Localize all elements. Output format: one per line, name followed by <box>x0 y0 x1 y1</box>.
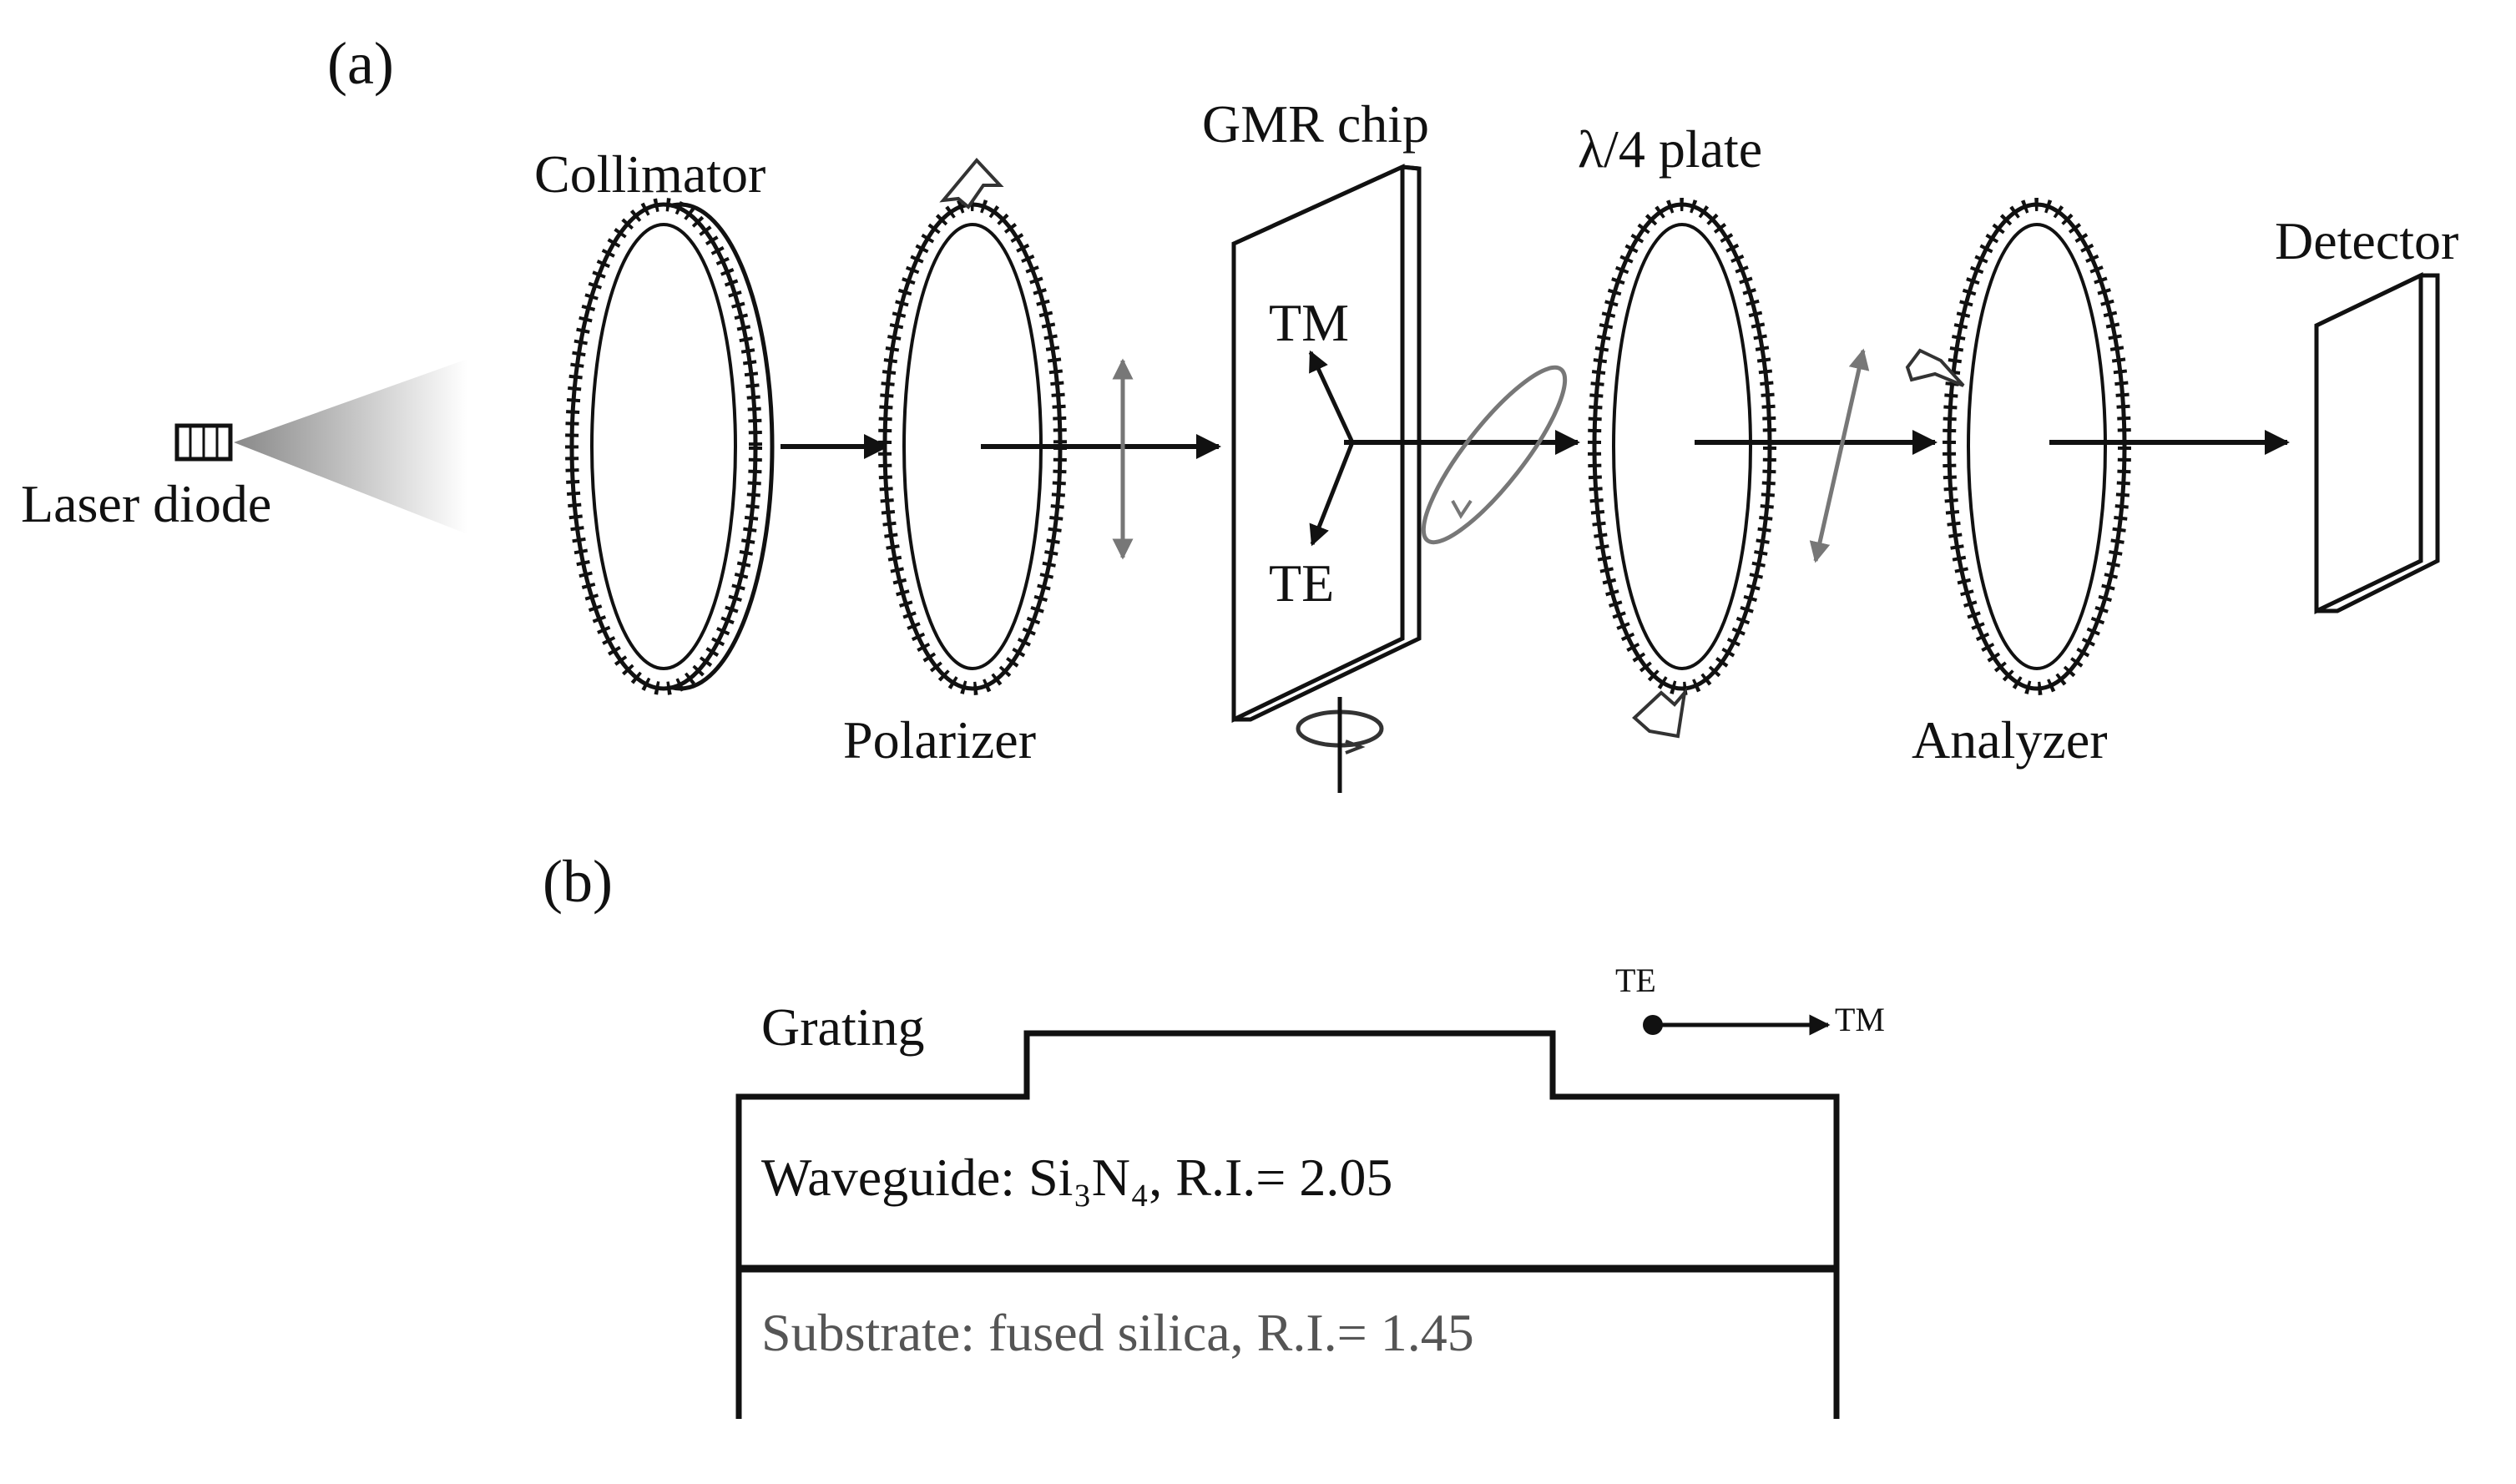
substrate-label: Substrate: fused silica, R.I.= 1.45 <box>761 1303 1474 1362</box>
panel-a-label: (a) <box>327 30 394 97</box>
waveguide-label: Waveguide: Si₃N₄, R.I.= 2.05 <box>761 1148 1392 1207</box>
polarizer-rotation-arrow-icon <box>939 157 1004 209</box>
quarter-wave-plate <box>1588 198 1776 695</box>
collimator-lens <box>565 198 775 695</box>
laser-diode-label: Laser diode <box>21 474 271 533</box>
quarter-wave-plate-label: λ/4 plate <box>1578 119 1762 179</box>
legend-tm-label: TM <box>1835 1001 1885 1038</box>
detector-label: Detector <box>2275 211 2458 270</box>
gmr-chip <box>1231 164 1422 723</box>
analyzer-label: Analyzer <box>1912 710 2108 770</box>
laser-diode-icon <box>174 423 233 462</box>
analyzer-rotation-arrow-icon <box>1905 348 1965 387</box>
collimator-label: Collimator <box>534 144 765 204</box>
detector <box>2314 272 2440 614</box>
tm-label: TM <box>1269 293 1349 352</box>
diverging-beam <box>234 359 467 534</box>
grating-label: Grating <box>761 997 925 1057</box>
polarizer-label: Polarizer <box>843 710 1036 770</box>
gmr-chip-label: GMR chip <box>1202 94 1429 154</box>
te-axis-arrow <box>1309 442 1355 547</box>
linear-polarization-arrow <box>1809 348 1870 563</box>
legend-te-label: TE <box>1615 962 1656 999</box>
plate-rotation-arrow-icon <box>1632 687 1688 739</box>
layer-stack <box>735 1030 1840 1419</box>
te-tm-legend <box>1643 1014 1831 1036</box>
te-label: TE <box>1269 553 1334 613</box>
elliptical-polarization-icon <box>1421 365 1568 545</box>
analyzer <box>1943 198 2131 695</box>
panel-b-label: (b) <box>543 848 613 915</box>
chip-rotation-icon <box>1296 697 1384 793</box>
tm-axis-arrow <box>1308 350 1355 444</box>
